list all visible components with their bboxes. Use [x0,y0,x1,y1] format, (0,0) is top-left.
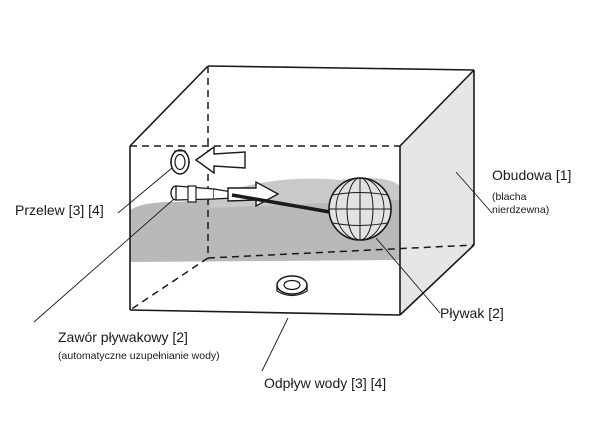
housing-side-face [400,70,474,315]
label-overflow: Przelew [3] [4] [15,202,104,218]
overflow-arrow [194,145,246,175]
leader-lines [33,167,493,372]
float-ball [328,177,392,241]
drain-nut [276,275,308,297]
label-housing-note-2: nierdzewna) [492,204,549,216]
label-float-valve-note: (automatyczne uzupełnianie wody) [58,350,220,362]
label-float-valve: Zawór pływakowy [2] [58,329,188,345]
label-float: Pływak [2] [440,305,504,321]
float-rod [231,193,331,214]
overflow-nut [170,149,190,175]
label-drain: Odpływ wody [3] [4] [264,375,386,391]
label-housing: Obudowa [1] [492,167,571,183]
label-housing-note-1: (blacha [492,191,527,203]
housing-edges [129,65,475,316]
